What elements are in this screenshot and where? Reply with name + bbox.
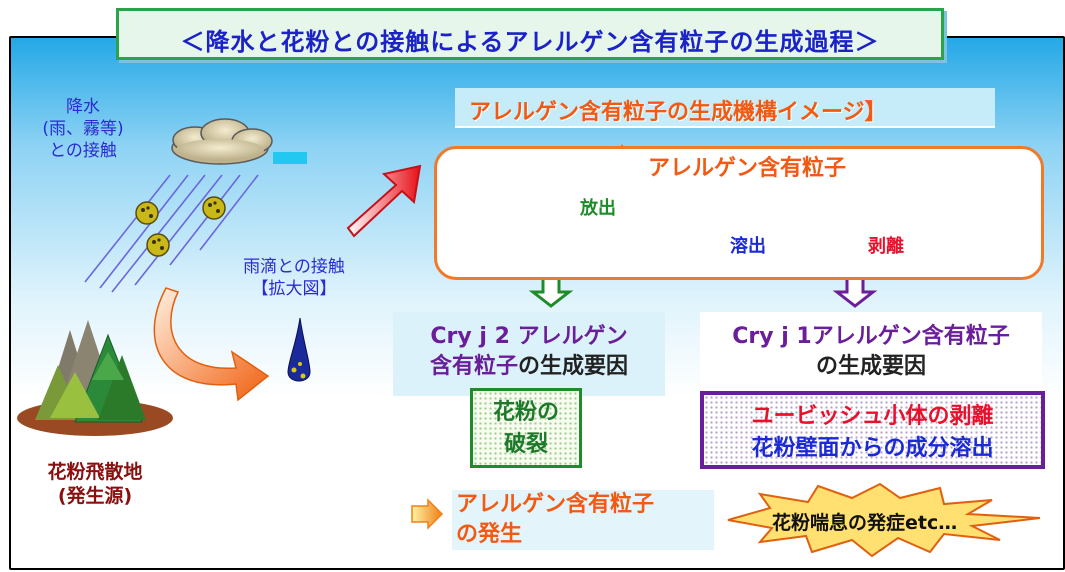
- pollen-grain-icon: [146, 233, 170, 257]
- left-factor-line-2b: の生成要因: [518, 354, 629, 379]
- precip-line-1: 降水: [66, 97, 100, 117]
- generation-panel: [452, 490, 714, 550]
- mechanism-box: [434, 146, 1044, 280]
- right-factor-text: Cry j 1アレルゲン含有粒子 の生成要因: [700, 322, 1042, 382]
- generation-line-1: アレルゲン含有粒子: [456, 492, 655, 517]
- ubisch-peel-line: ユービッシュ小体の剥離: [751, 404, 994, 429]
- precip-line-2: (雨、霧等): [42, 119, 124, 139]
- source-line-2: (発生源): [57, 485, 133, 507]
- down-arrow-purple-icon: [832, 276, 878, 308]
- raindrop-line-1: 雨滴との接触: [243, 257, 345, 277]
- source-label: 花粉飛散地 (発生源): [20, 460, 170, 508]
- rupture-text: 花粉の 破裂: [473, 397, 579, 461]
- mechanism-banner: アレルゲン含有粒子の生成機構イメージ】: [455, 88, 995, 128]
- curved-arrow-icon: [153, 287, 270, 402]
- particle-label: アレルゲン含有粒子: [648, 156, 847, 181]
- precip-line-3: との接触: [49, 141, 117, 161]
- mechanism-factors-box: ユービッシュ小体の剥離 花粉壁面からの成分溶出: [700, 391, 1045, 469]
- mechanism-factors-text: ユービッシュ小体の剥離 花粉壁面からの成分溶出: [704, 401, 1041, 465]
- left-factor-line-1: Cry j 2 アレルゲン: [430, 324, 628, 349]
- raindrop-icon: [287, 317, 311, 382]
- rupture-line-1: 花粉の: [492, 400, 559, 425]
- diagram-title: ＜降水と花粉との接触によるアレルゲン含有粒子の生成過程＞: [180, 28, 880, 56]
- left-factor-line-2a: 含有粒子: [429, 354, 518, 379]
- raindrop-label: 雨滴との接触 【拡大図】: [224, 256, 364, 300]
- big-arrow-icon: [346, 164, 422, 238]
- generation-line-2: の発生: [456, 522, 523, 547]
- right-factor-panel: Cry j 1アレルゲン含有粒子 の生成要因: [700, 312, 1042, 396]
- left-factor-panel: Cry j 2 アレルゲン 含有粒子の生成要因: [393, 312, 665, 396]
- right-factor-line-1: Cry j 1アレルゲン含有粒子: [732, 324, 1010, 349]
- cedar-trees-icon: [17, 320, 173, 436]
- generation-label: アレルゲン含有粒子 の発生: [456, 490, 654, 550]
- rupture-line-2: 破裂: [503, 432, 548, 457]
- release-label: 放出: [580, 198, 616, 219]
- source-line-1: 花粉飛散地: [47, 461, 143, 483]
- wall-dissolve-line: 花粉壁面からの成分溶出: [751, 436, 994, 461]
- explosion-burst-icon: [727, 482, 1041, 558]
- left-factor-text: Cry j 2 アレルゲン 含有粒子の生成要因: [393, 322, 665, 382]
- mechanism-banner-text: アレルゲン含有粒子の生成機構イメージ】: [469, 100, 887, 125]
- pollen-grain-icon: [135, 201, 159, 225]
- down-arrow-green-icon: [528, 276, 574, 308]
- precipitation-label: 降水 (雨、霧等) との接触: [28, 96, 138, 162]
- peel-label: 剥離: [868, 236, 904, 257]
- rain-lines: [84, 174, 259, 293]
- asthma-onset-label: 花粉喘息の発症etc…: [772, 512, 958, 534]
- right-factor-line-2: の生成要因: [815, 354, 926, 379]
- dissolve-label: 溶出: [730, 236, 766, 257]
- pollen-grain-icon: [202, 196, 226, 220]
- title-box: ＜降水と花粉との接触によるアレルゲン含有粒子の生成過程＞: [116, 8, 944, 60]
- cloud-icon: [171, 118, 273, 165]
- rupture-box: 花粉の 破裂: [470, 388, 582, 468]
- small-arrow-icon: [411, 498, 444, 530]
- raindrop-line-2: 【拡大図】: [251, 279, 337, 299]
- cyan-mark: [273, 152, 307, 164]
